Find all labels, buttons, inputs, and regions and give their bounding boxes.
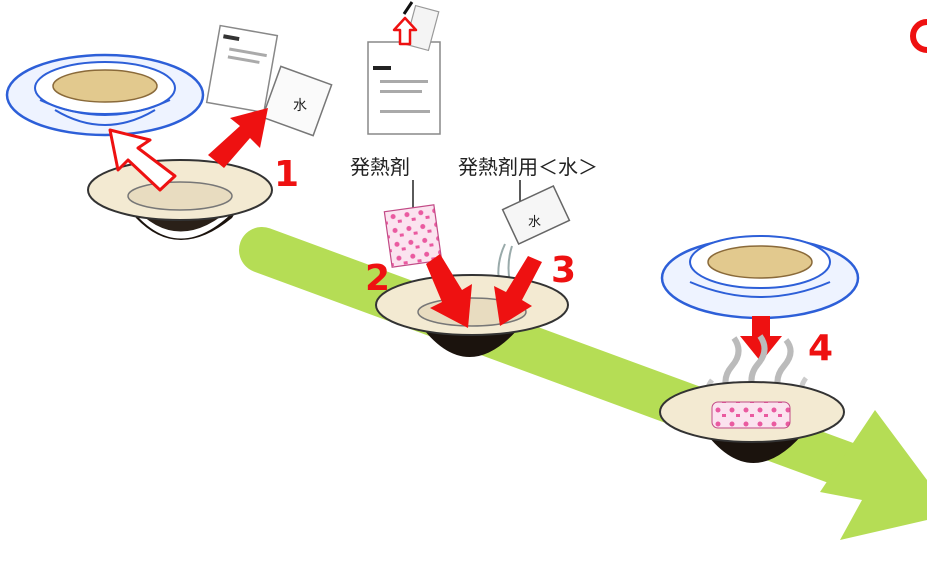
bowl-step-4 — [659, 381, 845, 463]
step-number-2: 2 — [365, 258, 390, 299]
lid-removed-step-1 — [5, 53, 205, 137]
water-packet-char-2: 水 — [528, 215, 541, 230]
lid-step-4 — [660, 235, 860, 320]
water-packet-char: 水 — [293, 98, 307, 114]
label-heater: 発熱剤 — [350, 155, 410, 179]
step-number-1: 1 — [274, 154, 299, 195]
packets-top-center — [367, 1, 441, 135]
red-arrow-step-1 — [208, 108, 268, 168]
bowl-step-1 — [87, 159, 273, 240]
red-arrow-step-3 — [494, 256, 542, 326]
outline-arrow-lid-off — [108, 128, 177, 192]
label-heater-water: 発熱剤用＜水＞ — [458, 155, 598, 179]
cropped-red-circle — [910, 19, 927, 53]
step-number-3: 3 — [551, 250, 576, 291]
step-number-4: 4 — [808, 328, 833, 369]
heater-packet — [383, 204, 443, 268]
red-arrow-step-2 — [426, 254, 472, 328]
packets-out-step-1: 水 — [205, 24, 333, 137]
